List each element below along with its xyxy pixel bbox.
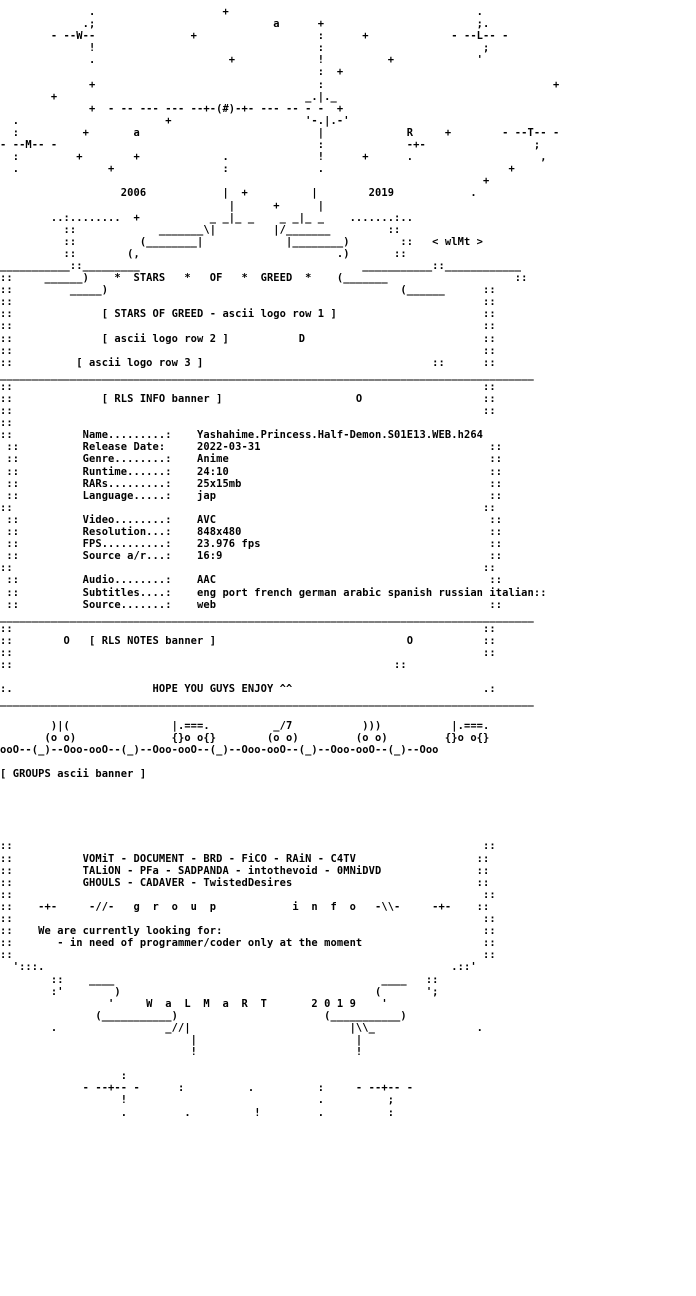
nfo-line: :: (________| |________) :: < wlMt > [0, 235, 484, 248]
nfo-line: :: :: [0, 320, 496, 333]
nfo-line: :: Language.....: jap :: [0, 489, 503, 502]
nfo-line: : + a | R + - --T-- - [0, 126, 560, 139]
nfo-line: :: Resolution...: 848x480 :: [0, 526, 503, 539]
nfo-line: :: :: [0, 501, 496, 514]
nfo-line: :: :: [0, 949, 496, 962]
nfo-line: :: Runtime......: 24:10 :: [0, 465, 503, 478]
nfo-line: (___________) (___________) [0, 1009, 407, 1022]
nfo-line: :: Video........: AVC :: [0, 513, 503, 526]
nfo-line: :: [0, 417, 13, 430]
nfo-line: :. HOPE YOU GUYS ENJOY ^^ .: [0, 683, 496, 696]
nfo-line: ' W a L M a R T 2 0 1 9 ' [0, 997, 388, 1010]
nfo-line: :: - in need of programmer/coder only at… [0, 937, 496, 950]
nfo-line: :: :: [0, 622, 496, 635]
nfo-line: :: [ ascii logo row 3 ] :: :: [0, 356, 496, 369]
nfo-line: : [0, 1070, 128, 1083]
nfo-line: :: Subtitles....: eng port french german… [0, 586, 547, 599]
nfo-line: 2006 | + | 2019 . [0, 187, 477, 200]
nfo-line: :: VOMiT - DOCUMENT - BRD - FiCO - RAiN … [0, 852, 490, 865]
nfo-line: :: _____) (______ :: [0, 284, 496, 297]
nfo-line: :: Release Date: 2022-03-31 :: [0, 441, 503, 454]
nfo-line: :: :: [0, 840, 496, 853]
nfo-line: ! ! [0, 1046, 363, 1059]
nfo-line: ..:........ + _ _|_ _ _ _|_ _ .......:.. [0, 211, 414, 224]
nfo-line: + - -- --- --- --+-(#)-+- --- -- - - + [0, 102, 344, 115]
nfo-line: ________________________________________… [0, 695, 534, 708]
nfo-line: . + . [0, 6, 484, 18]
nfo-line: :: Source.......: web :: [0, 598, 503, 611]
nfo-line: :: :: [0, 344, 496, 357]
nfo-line: : + + . ! + . , [0, 151, 547, 164]
nfo-line: :: Audio........: AAC :: [0, 574, 503, 587]
nfo-line: + [0, 175, 490, 188]
nfo-line: ___________::_________ ___________::____… [0, 259, 522, 272]
nfo-line: :: :: [0, 646, 496, 659]
nfo-line: ________________________________________… [0, 610, 534, 623]
nfo-line: .; a + ;. [0, 18, 490, 31]
nfo-art-text: . + . .; a + ;. - --W-- + : + [0, 6, 559, 1119]
nfo-line: - --W-- + : + - --L-- - [0, 30, 509, 43]
nfo-line: . + ! + ' [0, 54, 484, 67]
nfo-line: + _.|._ [0, 90, 337, 103]
nfo-line: :: Name.........: Yashahime.Princess.Hal… [0, 429, 484, 442]
nfo-line: :: GHOULS - CADAVER - TwistedDesires :: [0, 876, 490, 889]
nfo-line: :: :: [0, 659, 407, 672]
nfo-line: :: ____ ____ :: [0, 973, 439, 986]
nfo-line: :' ) ( '; [0, 985, 439, 998]
nfo-line: ! : ; [0, 42, 490, 55]
nfo-line: :: Source a/r...: 16:9 :: [0, 550, 503, 563]
nfo-line: ooO--(_)--Ooo-ooO--(_)--Ooo-ooO--(_)--Oo… [0, 743, 439, 756]
nfo-line: . + '-.|.-' [0, 114, 350, 127]
nfo-line: [ GROUPS ascii banner ] [0, 767, 147, 780]
nfo-line: ! . ; [0, 1094, 395, 1107]
nfo-line: :: :: [0, 888, 496, 901]
nfo-line: . . ! . : [0, 1106, 395, 1119]
nfo-line: :: [ STARS OF GREED - ascii logo row 1 ]… [0, 308, 496, 321]
nfo-line: . + : . + [0, 163, 515, 176]
nfo-line: :: ______) * STARS * OF * GREED * (_____… [0, 272, 528, 285]
nfo-line: :: :: [0, 913, 496, 926]
nfo-line: . _//| |\\_ . [0, 1021, 484, 1034]
nfo-line: :: :: [0, 562, 496, 575]
nfo-line: :: RARs.........: 25x15mb :: [0, 477, 503, 490]
nfo-line: :: Genre........: Anime :: [0, 453, 503, 466]
nfo-line: (o o) {}o o{} (o o) (o o) {}o o{} [0, 731, 490, 744]
nfo-line: ________________________________________… [0, 368, 534, 381]
nfo-line: )|( |.===. _/7 ))) |.===. [0, 719, 490, 732]
nfo-line: :: -+- -//- g r o u p i n f o -\\- -+- :… [0, 900, 490, 913]
nfo-line: :: O [ RLS NOTES banner ] O :: [0, 634, 496, 647]
nfo-line: :: We are currently looking for: :: [0, 925, 496, 938]
nfo-line: :: [ RLS INFO banner ] O :: [0, 393, 496, 405]
nfo-line: :: :: [0, 296, 496, 309]
nfo-line: :: FPS..........: 23.976 fps :: [0, 538, 503, 551]
nfo-line: - --+-- - : . : - --+-- - [0, 1082, 414, 1095]
nfo-line: :: [ ascii logo row 2 ] D :: [0, 332, 496, 345]
nfo-line: - --M-- - : -+- ; [0, 139, 541, 152]
nfo-line: | + | [0, 199, 325, 212]
nfo-line: ':::. .::' [0, 961, 477, 974]
nfo-line: :: :: [0, 405, 496, 418]
nfo-line: :: (, .) :: [0, 247, 407, 260]
nfo-line: | | [0, 1033, 363, 1046]
nfo-line: :: :: [0, 380, 496, 393]
nfo-line: + : + [0, 78, 560, 91]
nfo-line: : + [0, 66, 344, 79]
nfo-line: :: TALiON - PFa - SADPANDA - intothevoid… [0, 864, 490, 877]
nfo-line: :: _______\| |/_______ :: [0, 223, 401, 236]
